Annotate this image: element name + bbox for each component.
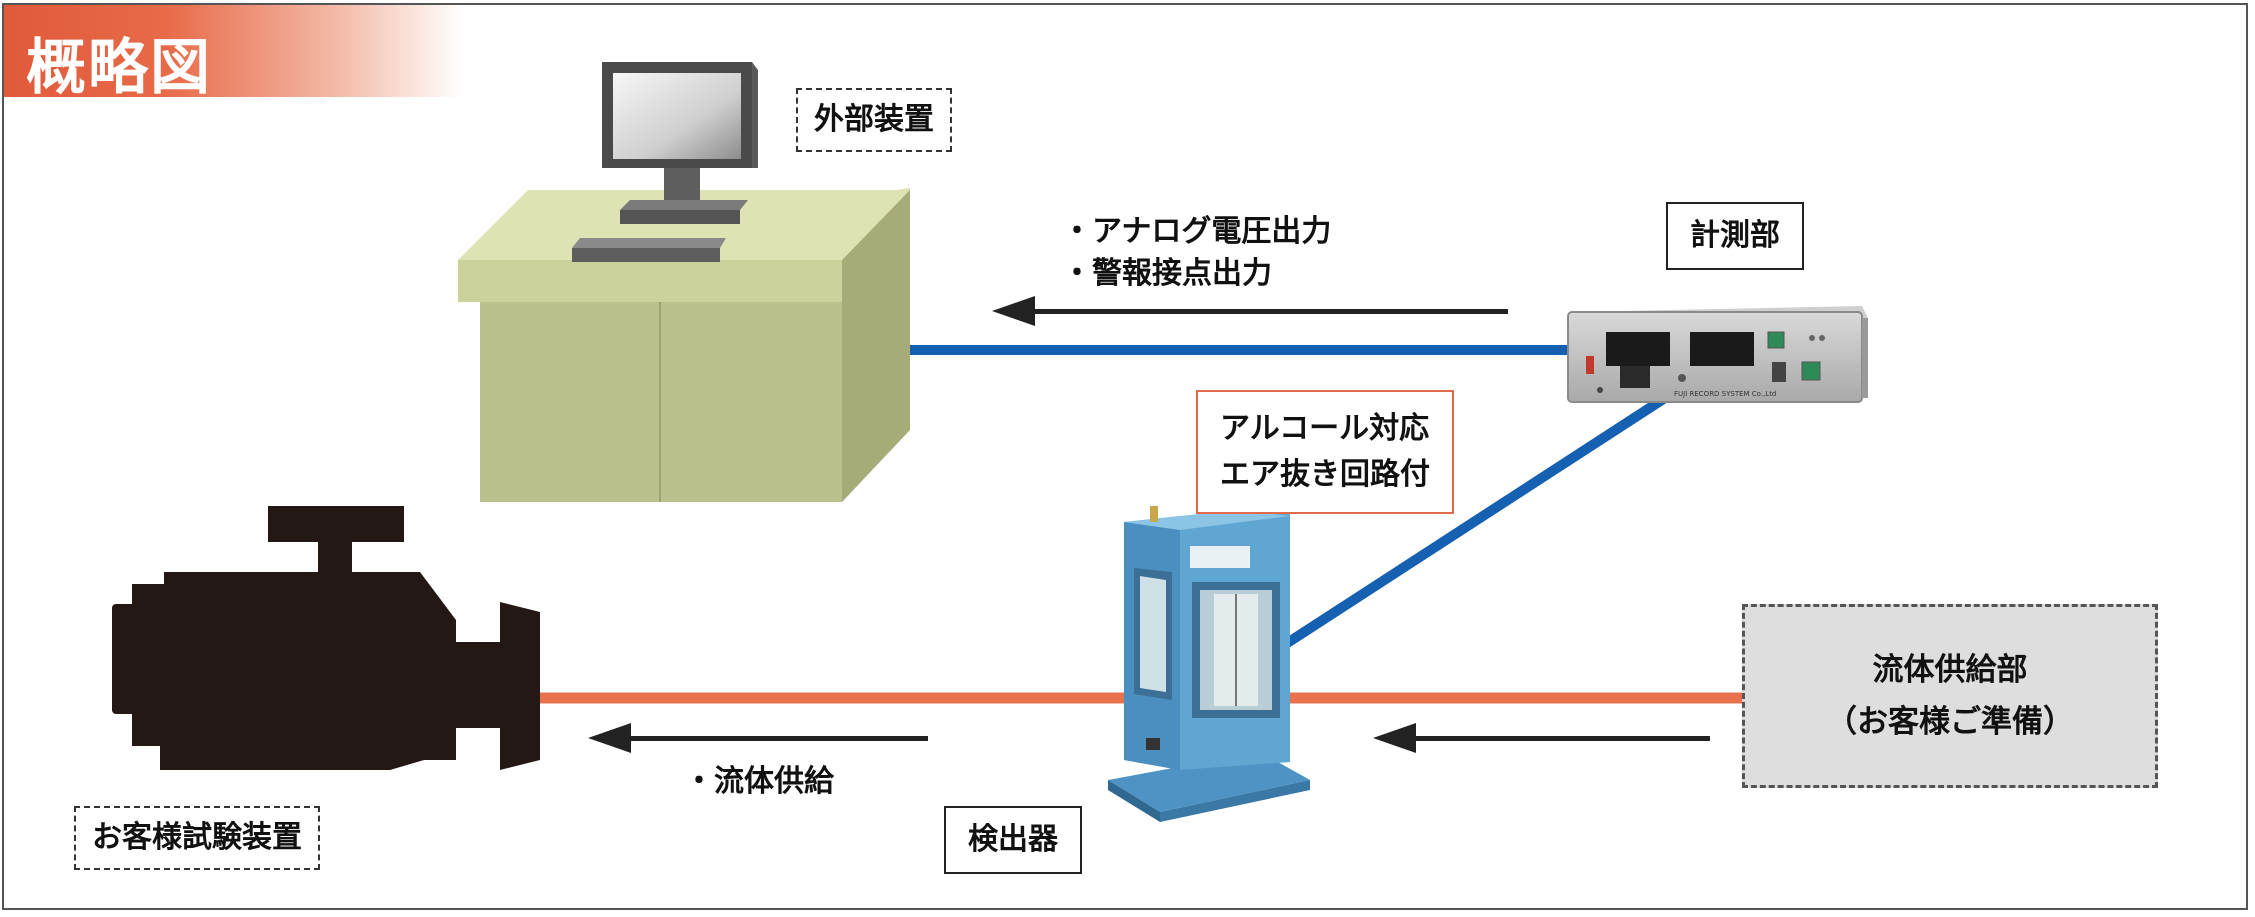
computer-monitor bbox=[572, 62, 758, 262]
fluid-supply-line2: （お客様ご準備） bbox=[1826, 704, 2074, 740]
external-device-label: 外部装置 bbox=[796, 88, 952, 152]
arrow-signal-output bbox=[992, 296, 1508, 326]
alcohol-feature-label: アルコール対応 エア抜き回路付 bbox=[1196, 390, 1454, 514]
fluid-supply-box: 流体供給部 （お客様ご準備） bbox=[1742, 604, 2158, 788]
alcohol-feature-line1: アルコール対応 bbox=[1220, 411, 1430, 446]
engine bbox=[112, 506, 540, 770]
fluid-supply-line1: 流体供給部 bbox=[1872, 652, 2028, 688]
signal-line-to-detector bbox=[1255, 391, 1671, 667]
fluid-supply-annotation: ・流体供給 bbox=[684, 764, 834, 799]
external-device-desk bbox=[458, 188, 910, 502]
measurement-unit: FUJI RECORD SYSTEM Co.,Ltd bbox=[1567, 306, 1868, 403]
analog-output-annotation: ・アナログ電圧出力 bbox=[1062, 214, 1332, 249]
detector-label: 検出器 bbox=[944, 806, 1082, 874]
arrow-fluid-supply-right bbox=[1373, 723, 1710, 753]
customer-test-device-label: お客様試験装置 bbox=[74, 806, 320, 870]
arrow-fluid-supply-left bbox=[588, 723, 928, 753]
measurement-unit-brand: FUJI RECORD SYSTEM Co.,Ltd bbox=[1674, 390, 1776, 398]
diagram-title: 概略図 bbox=[26, 33, 212, 103]
diagram-frame bbox=[2, 3, 2248, 910]
measurement-unit-label: 計測部 bbox=[1666, 202, 1804, 270]
detector-device bbox=[1108, 506, 1310, 822]
title-band: 概略図 bbox=[4, 5, 464, 103]
alcohol-feature-line2: エア抜き回路付 bbox=[1220, 457, 1430, 492]
alarm-output-annotation: ・警報接点出力 bbox=[1062, 256, 1272, 291]
